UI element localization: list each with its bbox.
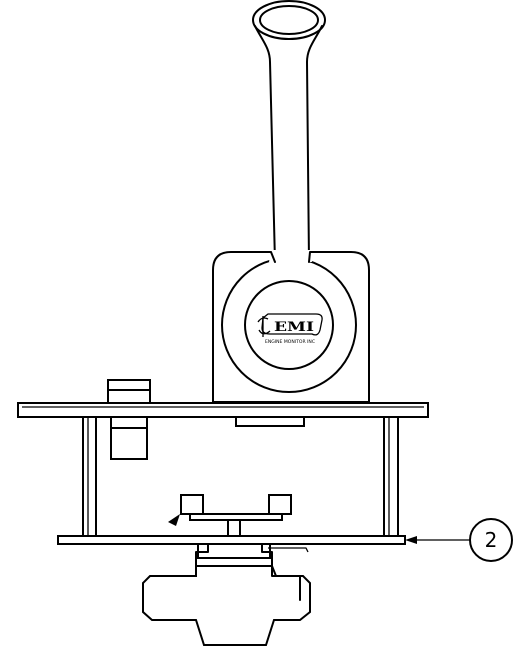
standoff-left [82, 416, 97, 537]
callout-2: 2 [469, 518, 513, 562]
control-head-housing [212, 250, 370, 403]
callout-label: 2 [485, 528, 498, 552]
anchor-icon [257, 316, 271, 337]
actuator-body [142, 565, 311, 646]
lower-mounting-plate [57, 535, 406, 545]
connector [107, 379, 151, 460]
hub-inner-ring [244, 280, 334, 370]
arrow-marker-icon [168, 514, 180, 526]
emi-logo: EMI ENGINE MONITOR INC [257, 313, 323, 345]
coupling-steps [195, 543, 273, 567]
actuator-side-bracket [271, 565, 301, 601]
linkage-mechanism [168, 494, 292, 537]
callout-leader [405, 536, 470, 544]
connector-body [110, 416, 148, 460]
control-handle [252, 0, 326, 263]
actuator-housing [142, 565, 311, 646]
coupling [195, 543, 309, 567]
upper-plate-boss [235, 416, 305, 427]
handle-shaft-right [306, 25, 323, 263]
lower-plate [57, 535, 406, 545]
handle-grip-outer [252, 0, 326, 40]
logo-banner [261, 313, 323, 336]
leader-arrowhead-icon [405, 536, 417, 544]
logo-text: EMI [274, 320, 314, 335]
mechanism-block-left [180, 494, 204, 515]
handle-grip-inner [259, 5, 319, 35]
callout-circle [469, 518, 513, 562]
shaft-join-lines [270, 251, 311, 263]
mechanism-block-right [268, 494, 292, 515]
mechanism-stem [227, 519, 241, 537]
coupling-detail [268, 547, 309, 553]
connector-top [107, 379, 151, 404]
standoff-right [383, 416, 399, 537]
shaft-join [269, 250, 312, 262]
handle-shaft-left [254, 25, 276, 263]
upper-plate [17, 402, 429, 418]
logo-subtext: ENGINE MONITOR INC [265, 339, 315, 345]
upper-mounting-plate [17, 402, 429, 427]
